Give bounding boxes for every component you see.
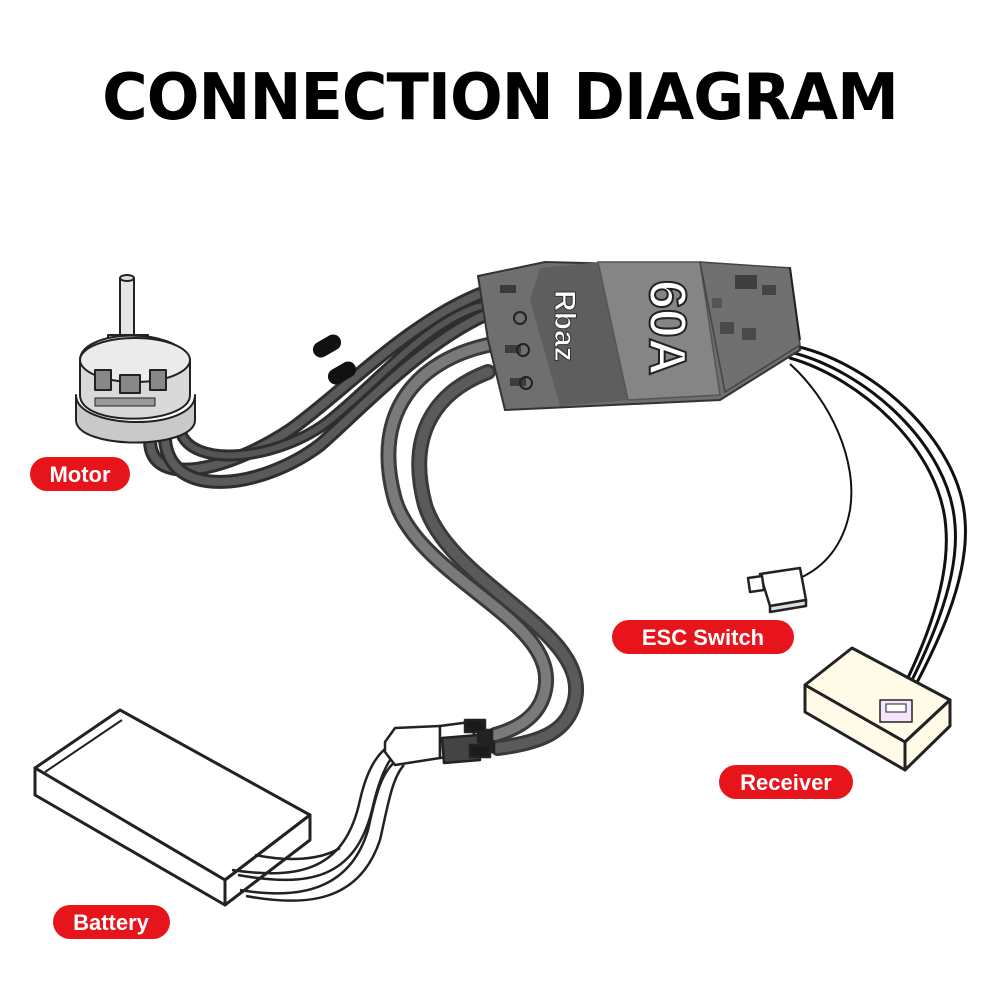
page-title: CONNECTION DIAGRAM bbox=[102, 61, 899, 135]
motor-label: Motor bbox=[30, 457, 130, 491]
motor-wire-sleeves bbox=[312, 334, 357, 385]
receiver-label: Receiver bbox=[719, 765, 853, 799]
esc-switch-label: ESC Switch bbox=[612, 620, 794, 654]
battery-leads bbox=[231, 740, 405, 902]
battery-label: Battery bbox=[53, 905, 170, 939]
receiver-label-text: Receiver bbox=[740, 770, 832, 795]
esc-switch-wire bbox=[789, 363, 853, 579]
receiver-wires bbox=[788, 343, 967, 712]
receiver-box bbox=[803, 646, 952, 772]
esc-switch-label-text: ESC Switch bbox=[642, 625, 764, 650]
esc-rating-text: 60A bbox=[638, 280, 696, 375]
motor-label-text: Motor bbox=[49, 462, 111, 487]
esc-controller: 60A Rbaz bbox=[476, 260, 802, 412]
motor-wires bbox=[143, 285, 492, 489]
esc-switch-plug bbox=[746, 566, 808, 614]
brushless-motor bbox=[75, 274, 196, 444]
battery-pack bbox=[33, 708, 312, 907]
power-connector bbox=[383, 718, 496, 767]
esc-brand-text: Rbaz bbox=[548, 290, 581, 362]
battery-power-wires bbox=[380, 337, 585, 756]
battery-label-text: Battery bbox=[73, 910, 150, 935]
